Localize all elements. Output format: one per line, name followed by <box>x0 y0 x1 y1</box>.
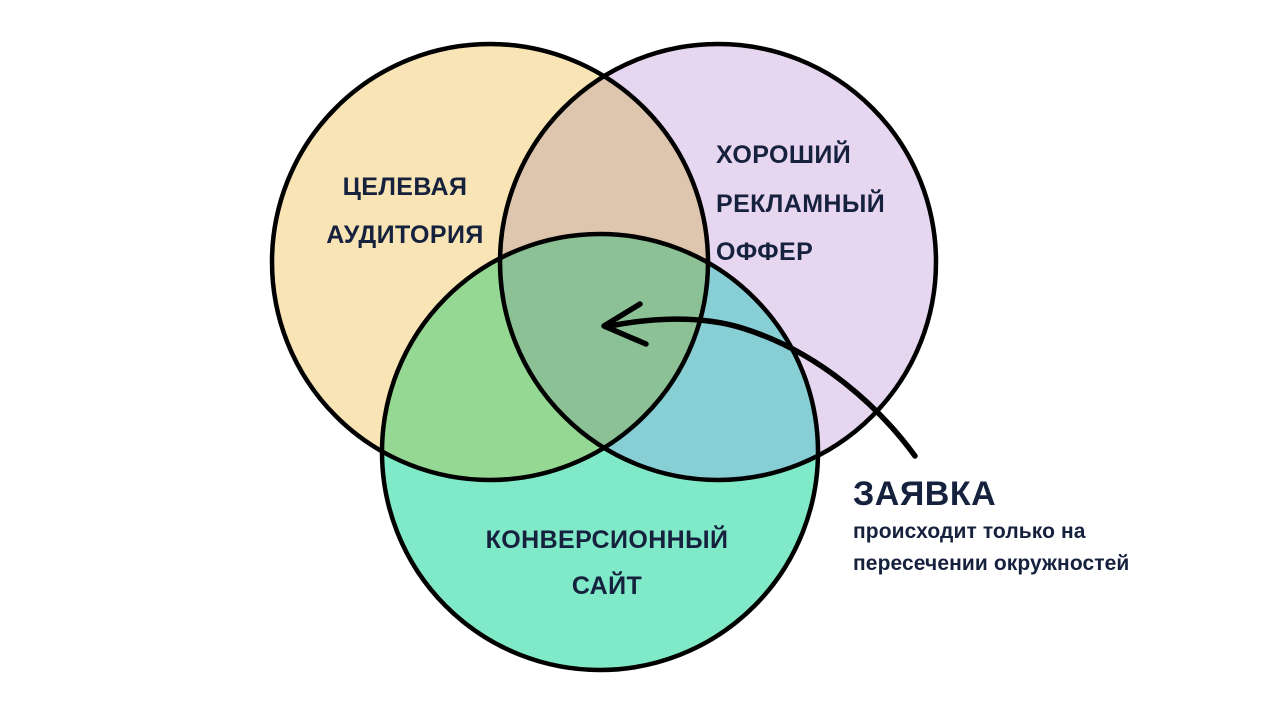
label-good-ad-offer-line-1: ХОРОШИЙ <box>716 139 851 169</box>
circle-outline-conversion-site <box>379 231 821 673</box>
annotation-title: ЗАЯВКА <box>853 475 996 513</box>
label-conversion-site-line-2: САЙТ <box>572 570 642 600</box>
label-good-ad-offer-line-3: ОФФЕР <box>716 238 813 266</box>
annotation-line-1: происходит только на <box>853 520 1086 543</box>
label-good-ad-offer: ХОРОШИЙ РЕКЛАМНЫЙ ОФФЕР <box>716 139 885 266</box>
label-target-audience: ЦЕЛЕВАЯ АУДИТОРИЯ <box>326 173 483 249</box>
annotation-line-2: пересечении окружностей <box>853 552 1129 575</box>
label-conversion-site-line-1: КОНВЕРСИОННЫЙ <box>486 524 729 554</box>
circle-outline-good-ad-offer <box>497 41 939 483</box>
annotation-caption: ЗАЯВКА происходит только на пересечении … <box>853 475 1129 575</box>
label-target-audience-line-1: ЦЕЛЕВАЯ <box>343 173 468 201</box>
label-good-ad-offer-line-2: РЕКЛАМНЫЙ <box>716 188 885 218</box>
pointer-arrow-icon <box>601 301 918 459</box>
label-target-audience-line-2: АУДИТОРИЯ <box>326 221 483 249</box>
label-conversion-site: КОНВЕРСИОННЫЙ САЙТ <box>486 524 729 600</box>
